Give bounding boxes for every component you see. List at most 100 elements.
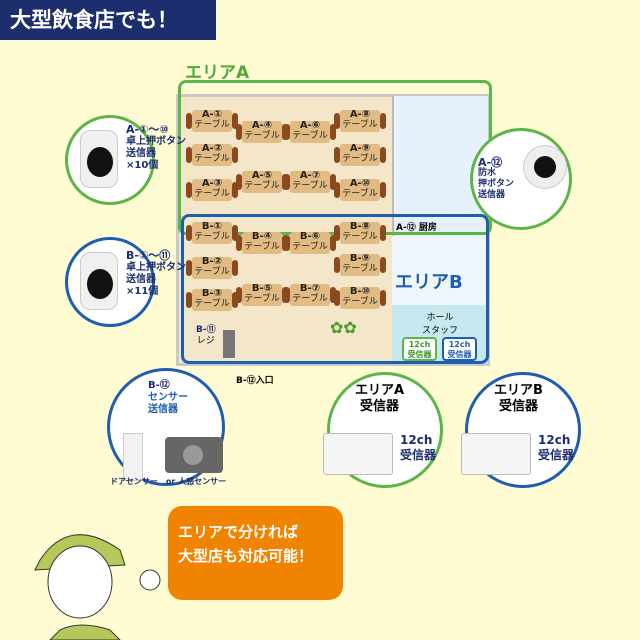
callout-b-id: B-①〜⑪ (126, 249, 171, 262)
table-label: テーブル (194, 189, 230, 199)
receiver-a-title: エリアA 受信器 (355, 383, 404, 415)
table-id: B-⑤ (251, 283, 273, 294)
table-label: テーブル (292, 294, 328, 304)
table-id: A-⑤ (251, 170, 273, 181)
callout-b12-line1: センサー (148, 392, 188, 403)
table-label: テーブル (292, 242, 328, 252)
callout-a-count: ×10個 (126, 160, 159, 171)
receiver-a-title2: 受信器 (360, 399, 400, 414)
callout-b12-id: B-⑫ (148, 380, 170, 391)
table-id: A-② (201, 143, 223, 154)
plant-icon: ✿✿ (330, 318, 357, 337)
table-id: A-③ (201, 178, 223, 189)
callout-b-line2: 送信器 (126, 274, 156, 285)
table-id: B-⑦ (299, 283, 321, 294)
page-title: 大型飲食店でも！ (0, 0, 216, 40)
receiver-a-title1: エリアA (355, 383, 405, 398)
receiver-b-title1: エリアB (494, 383, 543, 398)
callout-b-text: B-①〜⑪ 卓上押ボタン 送信器 ×11個 (126, 250, 186, 298)
table-label: テーブル (244, 131, 280, 141)
callout-a12-line1: 防水 (478, 168, 497, 178)
receiver-a-spec: 12ch 受信器 (400, 433, 436, 463)
table-label: テーブル (244, 242, 280, 252)
callout-a12-id: A-⑫ (478, 156, 503, 169)
table-button-transmitter-icon (80, 252, 118, 310)
table-id: A-⑥ (299, 120, 321, 131)
table-label: テーブル (244, 294, 280, 304)
area-b-boundary (181, 214, 489, 364)
callout-a12-text: A-⑫ 防水 押ボタン 送信器 (478, 157, 514, 201)
callout-a-text: A-①〜⑩ 卓上押ボタン 送信器 ×10個 (126, 124, 186, 172)
speech-bubble: エリアで分ければ 大型店も対応可能！ (168, 506, 343, 600)
receiver-b-device-icon (461, 433, 531, 475)
table-id: A-⑦ (299, 170, 321, 181)
table-id: B-⑧ (349, 221, 371, 232)
callout-b12-text: B-⑫ センサー 送信器 (148, 380, 188, 416)
door-sensor-icon (123, 433, 143, 481)
receiver-a-spec2: 受信器 (400, 448, 437, 462)
area-b-label: エリアB (395, 272, 463, 293)
staff-woman-illustration (34, 534, 161, 640)
callout-b12-line2: 送信器 (148, 404, 178, 415)
table-id: A-① (201, 109, 223, 120)
table-label: テーブル (244, 181, 280, 191)
table-label: テーブル (194, 299, 230, 309)
register-label: レジ (196, 336, 215, 346)
speech-line1: エリアで分ければ (178, 523, 299, 541)
callout-a12-line3: 送信器 (478, 190, 506, 200)
receiver-a-device-icon (323, 433, 393, 475)
hall-staff-label: ホール スタッフ (421, 313, 458, 336)
waterproof-button-icon (523, 145, 567, 189)
table-label: テーブル (292, 131, 328, 141)
table-label: テーブル (342, 154, 378, 164)
table-label: テーブル (342, 232, 378, 242)
table-id: A-④ (251, 120, 273, 131)
callout-a-circle (65, 115, 155, 205)
hall-receiver-b: 12ch 受信器 (442, 337, 477, 361)
table-label: テーブル (194, 267, 230, 277)
receiver-a-spec1: 12ch (400, 433, 433, 447)
table-label: テーブル (342, 189, 378, 199)
receiver-b-spec: 12ch 受信器 (538, 433, 574, 463)
motion-sensor-icon (165, 437, 223, 473)
register-id: B-⑪ (196, 325, 216, 335)
table-label: テーブル (292, 181, 328, 191)
table-label: テーブル (194, 120, 230, 130)
callout-b-circle (65, 237, 155, 327)
speech-line2: 大型店も対応可能！ (178, 547, 314, 565)
table-label: テーブル (342, 264, 378, 274)
callout-a12-circle (470, 128, 572, 230)
register-icon (223, 330, 235, 358)
callout-b-count: ×11個 (126, 286, 159, 297)
table-id: B-① (201, 221, 223, 232)
table-id: B-③ (201, 288, 223, 299)
callout-a12-line2: 押ボタン (478, 179, 515, 189)
table-id: A-⑨ (349, 143, 371, 154)
receiver-b-title2: 受信器 (498, 399, 538, 414)
table-label: テーブル (194, 154, 230, 164)
receiver-b-title: エリアB 受信器 (494, 383, 543, 415)
entrance-label: B-⑫入口 (236, 376, 274, 386)
sensor-caption: ドアセンサー or 人感センサー (110, 477, 227, 486)
callout-a-id: A-①〜⑩ (126, 123, 169, 136)
kitchen-label: A-⑫ 厨房 (396, 223, 437, 233)
callout-b-line1: 卓上押ボタン (126, 262, 186, 273)
table-id: A-⑧ (349, 109, 371, 120)
receiver-b-spec2: 受信器 (538, 448, 575, 462)
